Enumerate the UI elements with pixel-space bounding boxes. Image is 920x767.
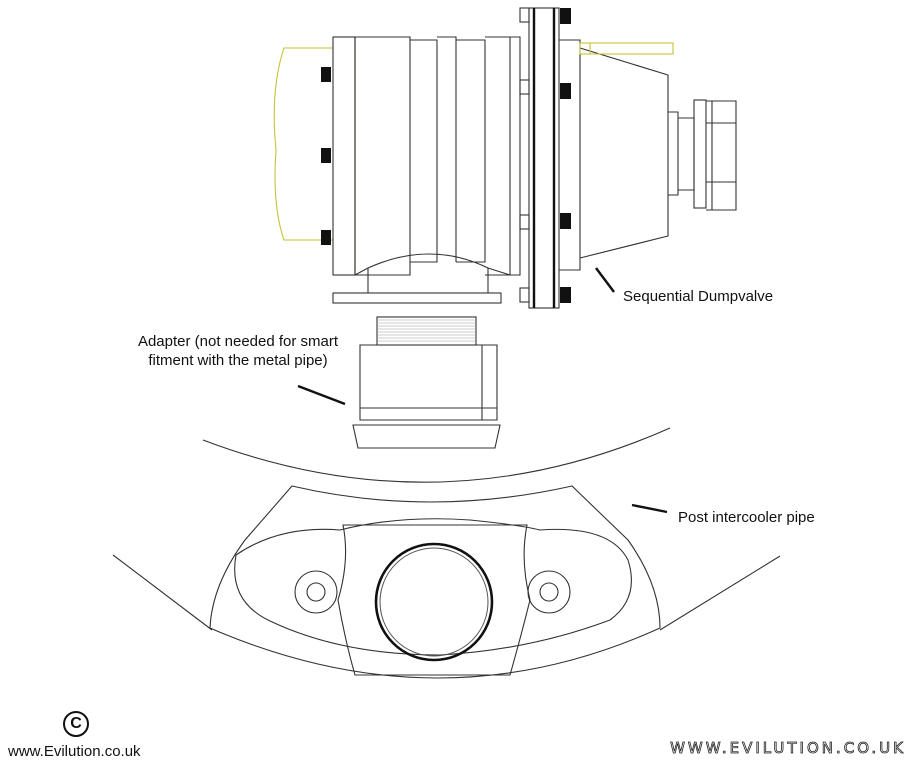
- pipe-left-bolt-hole: [294, 570, 338, 614]
- pipe-outer-arc: [202, 427, 671, 483]
- valve-bolt: [321, 230, 331, 245]
- pipe-port: [374, 542, 494, 662]
- adapter-leader: [297, 384, 346, 406]
- valve-flange-tab: [519, 287, 530, 303]
- dumpvalve-label: Sequential Dumpvalve: [623, 288, 774, 305]
- valve-flange-tab: [519, 214, 530, 230]
- valve-bolt: [560, 287, 571, 303]
- dumpvalve-leader: [595, 267, 615, 293]
- pipe-port-inner: [379, 547, 489, 657]
- valve-bolt: [321, 67, 331, 82]
- valve-bolt: [321, 148, 331, 163]
- valve-rib: [410, 39, 438, 263]
- pipe-label: Post intercooler pipe: [678, 509, 815, 526]
- adapter-collar: [352, 424, 501, 449]
- pipe-flange-outline: [209, 485, 661, 679]
- adapter-label-line-1: Adapter (not needed for smart: [137, 333, 339, 350]
- valve-right-housing: [559, 39, 669, 271]
- valve-bolt: [560, 213, 571, 229]
- valve-flange-tab: [519, 7, 530, 23]
- valve-outlet-hex: [693, 99, 707, 209]
- adapter-label-line-2: fitment with the metal pipe): [148, 352, 328, 369]
- valve-outlet-hex: [706, 100, 737, 211]
- watermark-site-left: www.Evilution.co.uk: [8, 743, 141, 760]
- valve-flange-tab: [519, 79, 530, 95]
- valve-left-cap: [332, 36, 356, 276]
- copyright-icon: C: [63, 711, 89, 737]
- valve-rib: [485, 36, 511, 276]
- watermark-site-right: WWW.EVILUTION.CO.UK: [670, 739, 906, 758]
- pipe-left-bolt-hole-inner: [306, 582, 326, 602]
- adapter-label: Adapter (not needed for smart fitment wi…: [118, 332, 358, 370]
- valve-flange-neck: [510, 36, 521, 276]
- adapter: [352, 316, 501, 449]
- valve-flange: [528, 7, 560, 309]
- valve-base-neck: [367, 268, 489, 293]
- valve-body-lower: [354, 253, 511, 276]
- adapter-thread-lines: [377, 319, 476, 342]
- valve-body: [354, 36, 411, 276]
- adapter-body: [359, 344, 498, 421]
- dumpvalve-assembly: [273, 7, 737, 309]
- valve-rib: [437, 36, 457, 262]
- intercooler-pipe: [112, 427, 781, 679]
- pipe-boss: [337, 524, 531, 676]
- valve-outlet-nut: [668, 111, 695, 196]
- pipe-flange-inner: [234, 518, 632, 656]
- pipe-right-bolt-hole-inner: [539, 582, 559, 602]
- valve-rib: [456, 39, 486, 263]
- pipe-lower-right-line: [659, 555, 781, 631]
- pipe-leader: [631, 503, 668, 514]
- valve-inlet-outline: [273, 36, 356, 276]
- pipe-lower-left-line: [112, 554, 213, 631]
- valve-vacuum-nipple: [579, 42, 674, 55]
- pipe-right-bolt-hole: [527, 570, 571, 614]
- valve-bolt: [560, 83, 571, 99]
- valve-bolt: [560, 8, 571, 24]
- valve-base-plate: [332, 292, 502, 304]
